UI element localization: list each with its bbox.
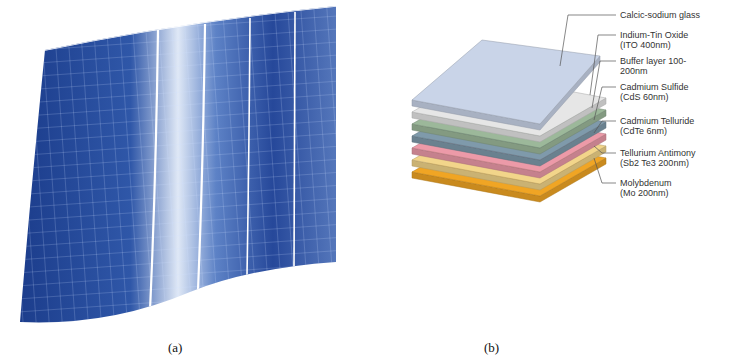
cell-grid <box>0 0 340 330</box>
layer-label: Cadmium Telluride (CdTe 6nm) <box>620 116 706 136</box>
panel-caption: (a) <box>168 341 182 355</box>
panel-caption: (b) <box>484 341 499 355</box>
bus-line <box>247 18 250 275</box>
leader-line <box>590 35 616 95</box>
bus-line <box>198 24 205 290</box>
layer-label: Calcic-sodium glass <box>620 10 700 20</box>
layer-label: Buffer layer 100-200nm <box>620 56 692 76</box>
layer-face <box>412 40 600 124</box>
leader-line <box>594 87 616 120</box>
layer-label: Molybdenum (Mo 200nm) <box>620 178 682 198</box>
layer-label: Cadmium Sulfide (CdS 60nm) <box>620 82 702 102</box>
layer-stack <box>412 40 606 202</box>
leader-lines <box>560 15 616 183</box>
layer-label: Indium-Tin Oxide (ITO 400nm) <box>620 30 702 50</box>
bus-line <box>150 30 158 310</box>
leader-line <box>592 61 616 108</box>
leader-line <box>594 121 616 133</box>
leader-line <box>594 146 616 153</box>
solar-panel <box>0 0 340 330</box>
panel-edge <box>45 6 336 50</box>
bus-line <box>294 12 295 268</box>
leader-line <box>560 15 616 66</box>
layer-label: Tellurium Antimony (Sb2 Te3 200nm) <box>620 148 712 168</box>
leader-line <box>594 158 616 183</box>
